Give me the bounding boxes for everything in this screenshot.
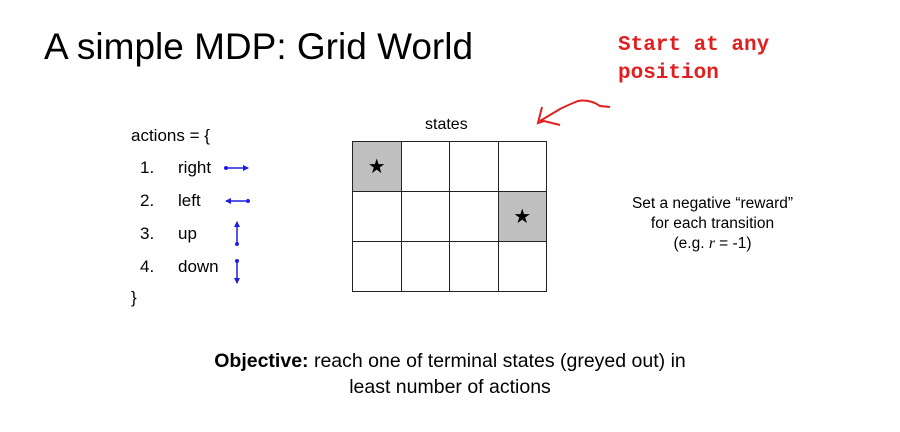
grid-cell bbox=[450, 142, 499, 192]
actions-open: actions = { bbox=[131, 126, 210, 145]
objective-text-1: reach one of terminal states (greyed out… bbox=[308, 350, 686, 372]
grid-cell bbox=[498, 242, 547, 292]
star-icon: ★ bbox=[513, 206, 532, 228]
slide-title: A simple MDP: Grid World bbox=[44, 26, 474, 67]
action-number: 4. bbox=[140, 257, 155, 276]
grid-cell bbox=[450, 192, 499, 242]
reward-pre: (e.g. bbox=[673, 235, 709, 252]
grid-cell bbox=[353, 242, 402, 292]
reward-line-3: (e.g. r = -1) bbox=[600, 234, 825, 254]
arrow-down-icon bbox=[234, 259, 240, 284]
arrow-up-icon bbox=[234, 221, 240, 246]
star-icon: ★ bbox=[367, 156, 386, 178]
annotation-line-2: position bbox=[618, 62, 719, 85]
action-number: 1. bbox=[140, 158, 155, 177]
reward-line-2: for each transition bbox=[650, 215, 775, 232]
grid-cell-terminal: ★ bbox=[353, 142, 402, 192]
reward-line-1: Set a negative “reward” bbox=[631, 195, 794, 212]
grid-world: ★★ bbox=[352, 141, 547, 292]
objective-line-2: least number of actions bbox=[349, 376, 551, 398]
objective-label: Objective: bbox=[214, 350, 309, 372]
arrow-left-icon bbox=[225, 198, 250, 204]
objective-line-1: Objective: reach one of terminal states … bbox=[0, 348, 900, 374]
grid-cell bbox=[401, 242, 450, 292]
grid-cell bbox=[450, 242, 499, 292]
reward-post: = -1) bbox=[714, 235, 752, 252]
grid-cell bbox=[401, 142, 450, 192]
action-label: left bbox=[178, 191, 201, 210]
grid-cell bbox=[353, 192, 402, 242]
action-label: up bbox=[178, 224, 197, 243]
action-number: 3. bbox=[140, 224, 155, 243]
states-label: states bbox=[425, 116, 468, 133]
actions-close: } bbox=[131, 288, 137, 307]
grid-cell bbox=[401, 192, 450, 242]
action-label: right bbox=[178, 158, 212, 177]
grid-cell-terminal: ★ bbox=[498, 192, 547, 242]
hand-drawn-arrow-icon bbox=[536, 99, 611, 126]
arrow-right-icon bbox=[224, 165, 249, 171]
grid-cell bbox=[498, 142, 547, 192]
action-label: down bbox=[178, 257, 219, 276]
objective: Objective: reach one of terminal states … bbox=[0, 348, 900, 400]
reward-var: r bbox=[708, 235, 715, 252]
action-number: 2. bbox=[140, 191, 155, 210]
reward-note: Set a negative “reward” for each transit… bbox=[600, 194, 825, 254]
annotation-line-1: Start at any bbox=[618, 34, 770, 57]
